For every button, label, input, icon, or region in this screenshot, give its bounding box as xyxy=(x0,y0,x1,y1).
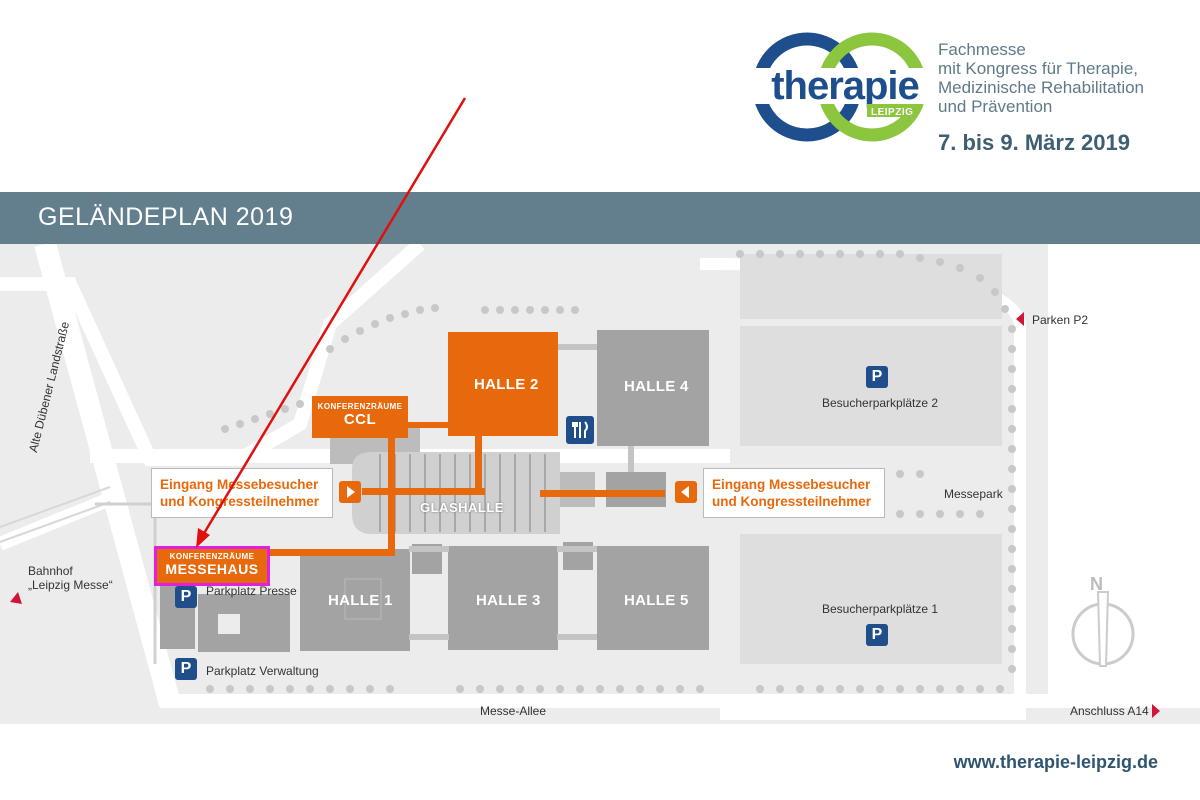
conference-ccl-small: KONFERENZRÄUME xyxy=(317,402,403,411)
label-besucher-1: Besucherparkplätze 1 xyxy=(822,602,939,616)
label-parkplatz-verwaltung: Parkplatz Verwaltung xyxy=(206,664,319,678)
tagline-line: Medizinische Rehabilitation xyxy=(938,78,1145,97)
logo-sub-badge: LEIPZIG xyxy=(867,104,918,118)
entrance-west-text: Eingang Messebesucher und Kongressteilne… xyxy=(160,476,319,510)
conference-messehaus-small: KONFERENZRÄUME xyxy=(169,552,255,561)
therapie-logo: therapie LEIPZIG xyxy=(752,28,935,146)
label-messepark: Messepark xyxy=(944,487,1003,501)
label-messe-allee: Messe-Allee xyxy=(480,704,547,718)
event-tagline: Fachmesse mit Kongress für Therapie, Med… xyxy=(938,40,1188,116)
entrance-east: Eingang Messebesucher und Kongressteilne… xyxy=(703,468,885,518)
parking-icon: P xyxy=(175,586,197,608)
fork-knife-icon xyxy=(566,416,594,444)
tagline-line: und Prävention xyxy=(938,97,1053,116)
title-banner: GELÄNDEPLAN 2019 xyxy=(0,192,1200,244)
banner-title: GELÄNDEPLAN 2019 xyxy=(38,203,294,231)
label-anschluss-a14: Anschluss A14 xyxy=(1070,704,1149,718)
entrance-east-text: Eingang Messebesucher und Kongressteilne… xyxy=(712,476,871,510)
entrance-west-line1: Eingang Messebesucher xyxy=(160,477,319,492)
glashalle-label: GLASHALLE xyxy=(420,500,504,515)
label-besucher-2: Besucherparkplätze 2 xyxy=(822,396,939,410)
halle-3-label: HALLE 3 xyxy=(476,592,541,609)
label-station-line2: „Leipzig Messe“ xyxy=(28,578,113,592)
tagline-line: mit Kongress für Therapie, xyxy=(938,59,1138,78)
logo-word: therapie xyxy=(771,64,920,108)
label-parkplatz-presse: Parkplatz Presse xyxy=(206,584,297,598)
label-station-line1: Bahnhof xyxy=(28,564,73,578)
halle-2-label: HALLE 2 xyxy=(474,376,539,393)
halle-5-label: HALLE 5 xyxy=(624,592,689,609)
website-link[interactable]: www.therapie-leipzig.de xyxy=(953,752,1158,772)
tagline-line: Fachmesse xyxy=(938,40,1026,59)
entrance-east-line1: Eingang Messebesucher xyxy=(712,477,871,492)
compass-n-letter: N xyxy=(1090,574,1103,594)
label-station: Bahnhof „Leipzig Messe“ xyxy=(28,564,113,592)
site-map: HALLE 2 HALLE 4 HALLE 1 HALLE 3 HALLE 5 … xyxy=(0,244,1200,724)
halle-4-label: HALLE 4 xyxy=(624,378,689,395)
parking-icon: P xyxy=(175,658,197,680)
parking-icon: P xyxy=(866,366,888,388)
conference-messehaus: KONFERENZRÄUME MESSEHAUS xyxy=(154,546,270,586)
conference-messehaus-big: MESSEHAUS xyxy=(165,561,259,577)
conference-ccl: KONFERENZRÄUME CCL xyxy=(312,396,408,438)
event-date: 7. bis 9. März 2019 xyxy=(938,130,1130,155)
arrow-right-icon xyxy=(339,481,361,503)
halle-1-label: HALLE 1 xyxy=(328,592,393,609)
entrance-west: Eingang Messebesucher und Kongressteilne… xyxy=(151,468,333,518)
logo-sub: LEIPZIG xyxy=(871,107,914,118)
entrance-west-line2: und Kongressteilnehmer xyxy=(160,494,320,509)
conference-ccl-big: CCL xyxy=(343,411,377,428)
entrance-east-line2: und Kongressteilnehmer xyxy=(712,494,872,509)
compass-north-icon: N xyxy=(1068,574,1138,674)
parking-icon: P xyxy=(866,624,888,646)
label-parken-p2: Parken P2 xyxy=(1032,313,1089,327)
arrow-left-icon xyxy=(675,481,697,503)
